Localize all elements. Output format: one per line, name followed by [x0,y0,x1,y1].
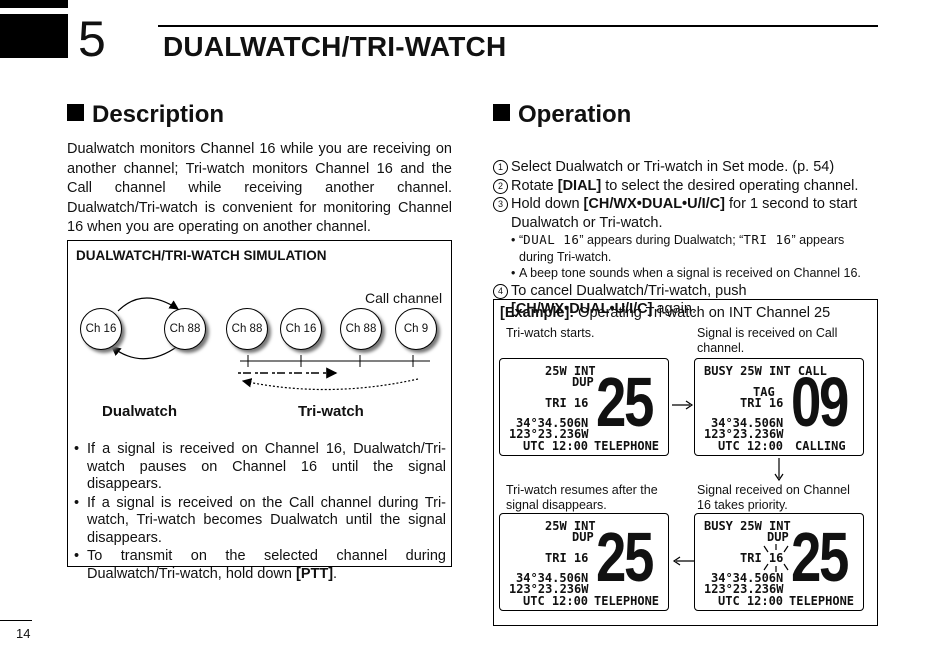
channel-number: 09 [791,363,849,441]
caption-2: Signal is received on Call channel. [697,326,838,355]
caption-4: Signal received on Channel 16 takes prio… [697,483,850,512]
arrow-left-icon [672,556,694,566]
tri-channel-88-a: Ch 88 [226,308,268,350]
description-bullets: If a signal is received on Channel 16, D… [74,441,446,584]
bullet-transmit: To transmit on the selected channel duri… [74,548,446,583]
call-channel-label: Call channel [365,290,443,306]
dual-arrow-back [111,345,179,360]
arrow-right-icon [672,400,694,410]
triwatch-label: Tri-watch [298,403,364,420]
lcd-display-2: BUSY 25W INT CALL TAG TRI 16 34°34.506N … [694,358,864,456]
arrow-down-icon [774,458,784,482]
tri-arrow-back [241,378,419,391]
chapter-tab-bar [0,0,68,8]
simulation-box: DUALWATCH/TRI-WATCH SIMULATION Call chan… [67,240,452,582]
chapter-rule [158,25,878,27]
dual-arrow-forward [117,297,180,312]
tri-channel-9: Ch 9 [395,308,437,350]
bullet-ch16: If a signal is received on Channel 16, D… [74,441,446,494]
page-rule [0,620,32,621]
example-box: [Example]: Operating Tri-watch on INT Ch… [493,299,878,626]
bullet-call-channel: If a signal is received on the Call chan… [74,495,446,548]
chapter-number: 5 [78,11,106,67]
channel-number: 25 [596,363,654,441]
tri-channel-16: Ch 16 [280,308,322,350]
channel-number: 25 [791,518,849,596]
dualwatch-label: Dualwatch [102,403,178,420]
signal-blink-icon [763,544,789,572]
page-number: 14 [16,626,31,641]
operation-heading: Operation [493,101,631,129]
example-title: [Example]: Operating Tri-watch on INT Ch… [500,305,831,321]
dual-channel-88: Ch 88 [164,308,206,350]
chapter-tab-block [0,14,68,58]
square-bullet-icon [493,104,510,121]
dual-channel-16: Ch 16 [80,308,122,350]
subbullet-beep: A beep tone sounds when a signal is rece… [493,265,879,282]
lcd-display-4: BUSY 25W INT DUP TRI 16 34°34.506N 123°2… [694,513,864,611]
channel-number: 25 [596,518,654,596]
caption-3: Tri-watch resumes after the signal disap… [506,483,658,512]
chapter-title: DUALWATCH/TRI-WATCH [163,31,507,62]
simulation-title: DUALWATCH/TRI-WATCH SIMULATION [76,248,327,263]
description-heading: Description [67,101,224,129]
description-body: Dualwatch monitors Channel 16 while you … [67,141,452,235]
lcd-display-3: 25W INT DUP TRI 16 34°34.506N 123°23.236… [499,513,669,611]
lcd-display-1: 25W INT DUP TRI 16 34°34.506N 123°23.236… [499,358,669,456]
tri-channel-88-b: Ch 88 [340,308,382,350]
square-bullet-icon [67,104,84,121]
caption-1: Tri-watch starts. [506,326,595,340]
subbullet-lcd-indicators: “DUAL 16” appears during Dualwatch; “TRI… [493,232,879,265]
simulation-arrows [111,297,430,391]
